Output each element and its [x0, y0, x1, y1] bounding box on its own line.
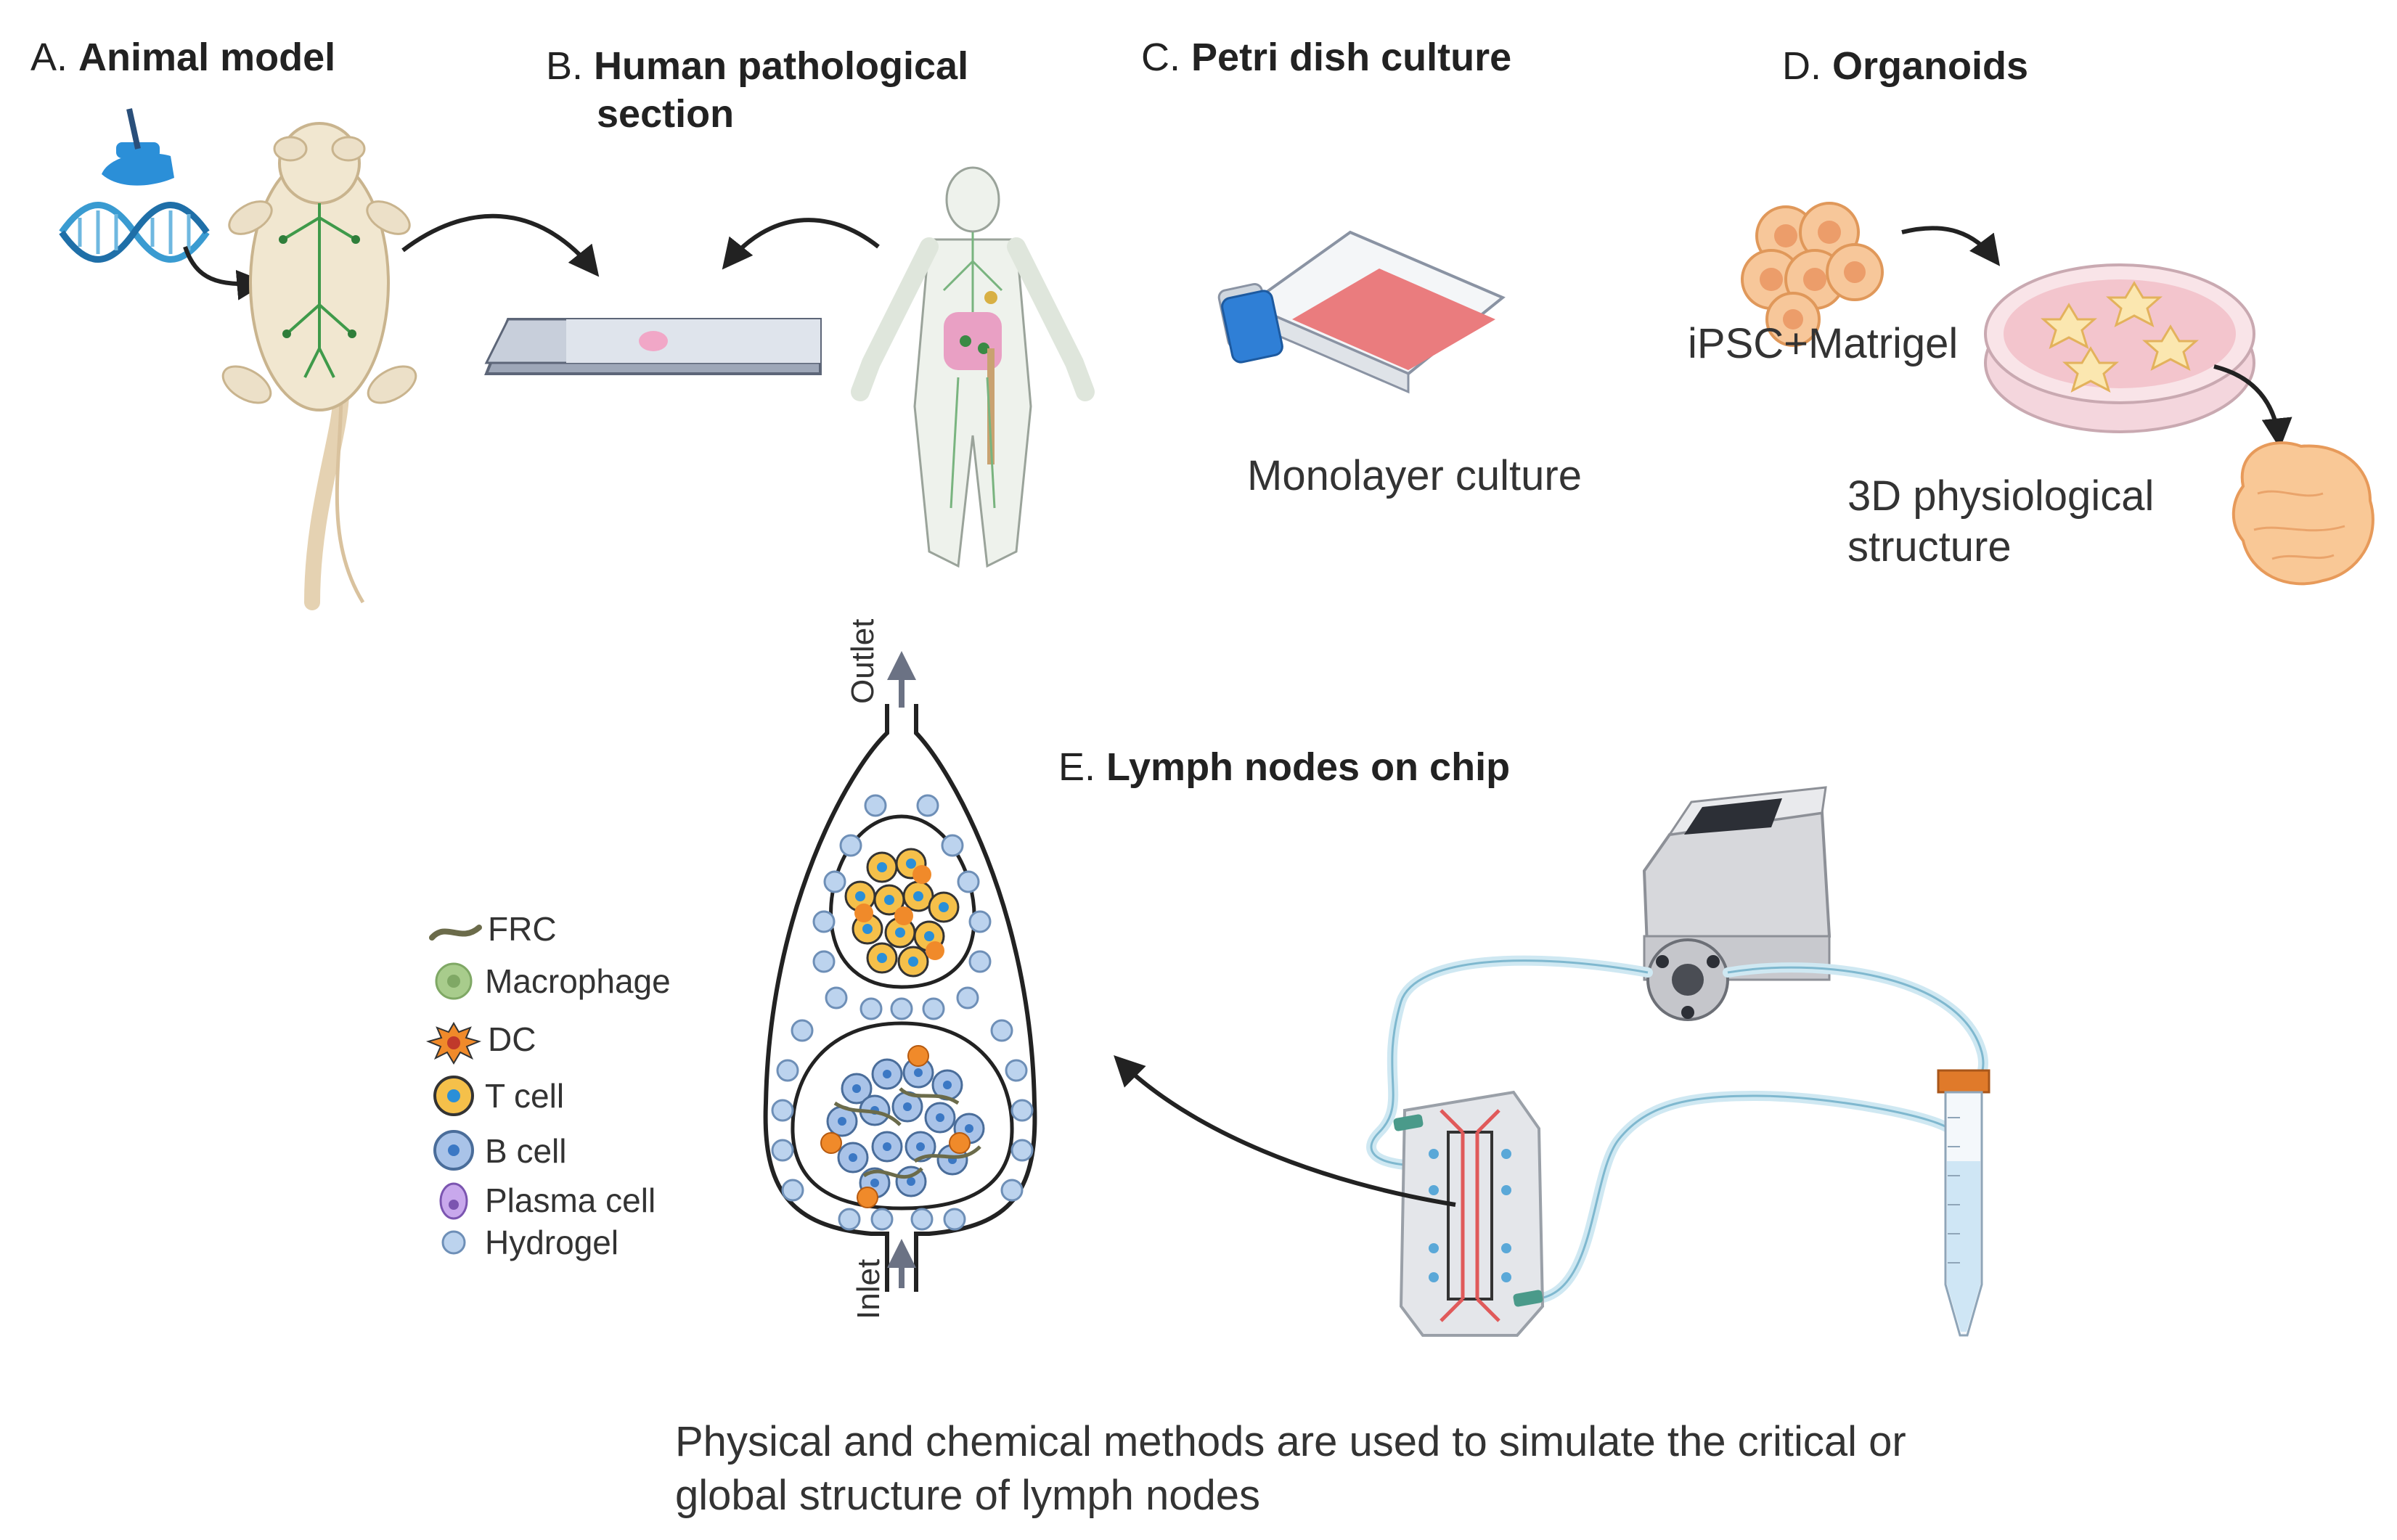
petri-dish-icon: [1984, 263, 2255, 433]
panel-a-name: Animal model: [78, 36, 336, 79]
panel-c-name: Petri dish culture: [1191, 36, 1512, 79]
t-cell-cluster: [844, 848, 960, 978]
plasma-cell-icon: [439, 1182, 468, 1220]
microfluidic-chip-icon: [1393, 1090, 1545, 1337]
panel-d-name: Organoids: [1832, 44, 2029, 88]
panel-c-letter: C.: [1141, 36, 1180, 79]
mouse-icon: [221, 122, 417, 610]
b-cell-cluster: [820, 1045, 985, 1208]
gloved-hand-pipette-icon: [102, 108, 174, 186]
legend-macrophage: Macrophage: [485, 962, 671, 1000]
microscope-slide-icon: [484, 318, 822, 375]
legend-hydrogel: Hydrogel: [485, 1224, 619, 1261]
footer-line2: global structure of lymph nodes: [675, 1472, 1260, 1519]
legend-t-cell: T cell: [485, 1077, 565, 1115]
panel-b-letter: B.: [546, 44, 584, 88]
hydrogel-beads: [771, 794, 1034, 1231]
dc-icon: [425, 1022, 482, 1065]
panel-d-caption-line2: structure: [1847, 523, 2012, 570]
peristaltic-pump-icon: [1642, 786, 1832, 1021]
footer-caption: Physical and chemical methods are used t…: [675, 1415, 2127, 1523]
macrophage-icon: [435, 962, 473, 1000]
b-cell-icon: [433, 1130, 474, 1171]
arrow-mouse-to-slide: [401, 213, 600, 277]
panel-b-title-line2: section: [597, 90, 734, 138]
dna-icon: [59, 202, 210, 263]
frc-icon: [429, 925, 482, 941]
panel-d-caption-line1: 3D physiological: [1847, 472, 2155, 520]
t-cell-icon: [433, 1076, 474, 1116]
panel-e-letter: E.: [1058, 745, 1096, 789]
legend-b-cell: B cell: [485, 1132, 567, 1170]
arrow-dna-to-mouse: [183, 246, 268, 300]
panel-a-title: A. Animal model: [30, 33, 335, 81]
hydrogel-icon: [441, 1230, 466, 1255]
legend-dc: DC: [488, 1020, 536, 1058]
lymph-node-chamber: [763, 651, 1037, 1292]
legend-plasma-cell: Plasma cell: [485, 1181, 656, 1219]
legend-frc: FRC: [488, 910, 557, 948]
panel-b-title: B. Human pathological: [546, 42, 968, 90]
human-body-icon: [851, 166, 1095, 568]
ipsc-cluster-icon: [1741, 202, 1884, 347]
panel-a-letter: A.: [30, 36, 68, 79]
outlet-label: Outlet: [845, 618, 881, 704]
conical-tube-icon: [1937, 1069, 1990, 1337]
panel-e-name: Lymph nodes on chip: [1106, 745, 1511, 789]
panel-b-name-line1: Human pathological: [594, 44, 969, 88]
footer-line1: Physical and chemical methods are used t…: [675, 1418, 1906, 1465]
panel-d-title: D. Organoids: [1782, 42, 2028, 90]
panel-d-cells-label: iPSC+Matrigel: [1688, 320, 1959, 367]
arrow-chip-to-chamber: [1114, 1055, 1456, 1207]
inlet-label: Inlet: [851, 1258, 886, 1319]
panel-c-title: C. Petri dish culture: [1141, 33, 1511, 81]
organoid-icon: [2231, 441, 2374, 586]
arrow-dish-to-organoid: [2213, 364, 2292, 449]
panel-b-name-line2: section: [597, 92, 735, 136]
panel-e-title: E. Lymph nodes on chip: [1058, 743, 1510, 791]
culture-flask-icon: [1217, 230, 1506, 394]
arrow-human-to-slide: [722, 218, 880, 270]
panel-d-letter: D.: [1782, 44, 1821, 88]
arrow-cells-to-dish: [1901, 226, 2001, 266]
legend-icons: [425, 925, 482, 1255]
panel-c-caption: Monolayer culture: [1247, 452, 1582, 499]
